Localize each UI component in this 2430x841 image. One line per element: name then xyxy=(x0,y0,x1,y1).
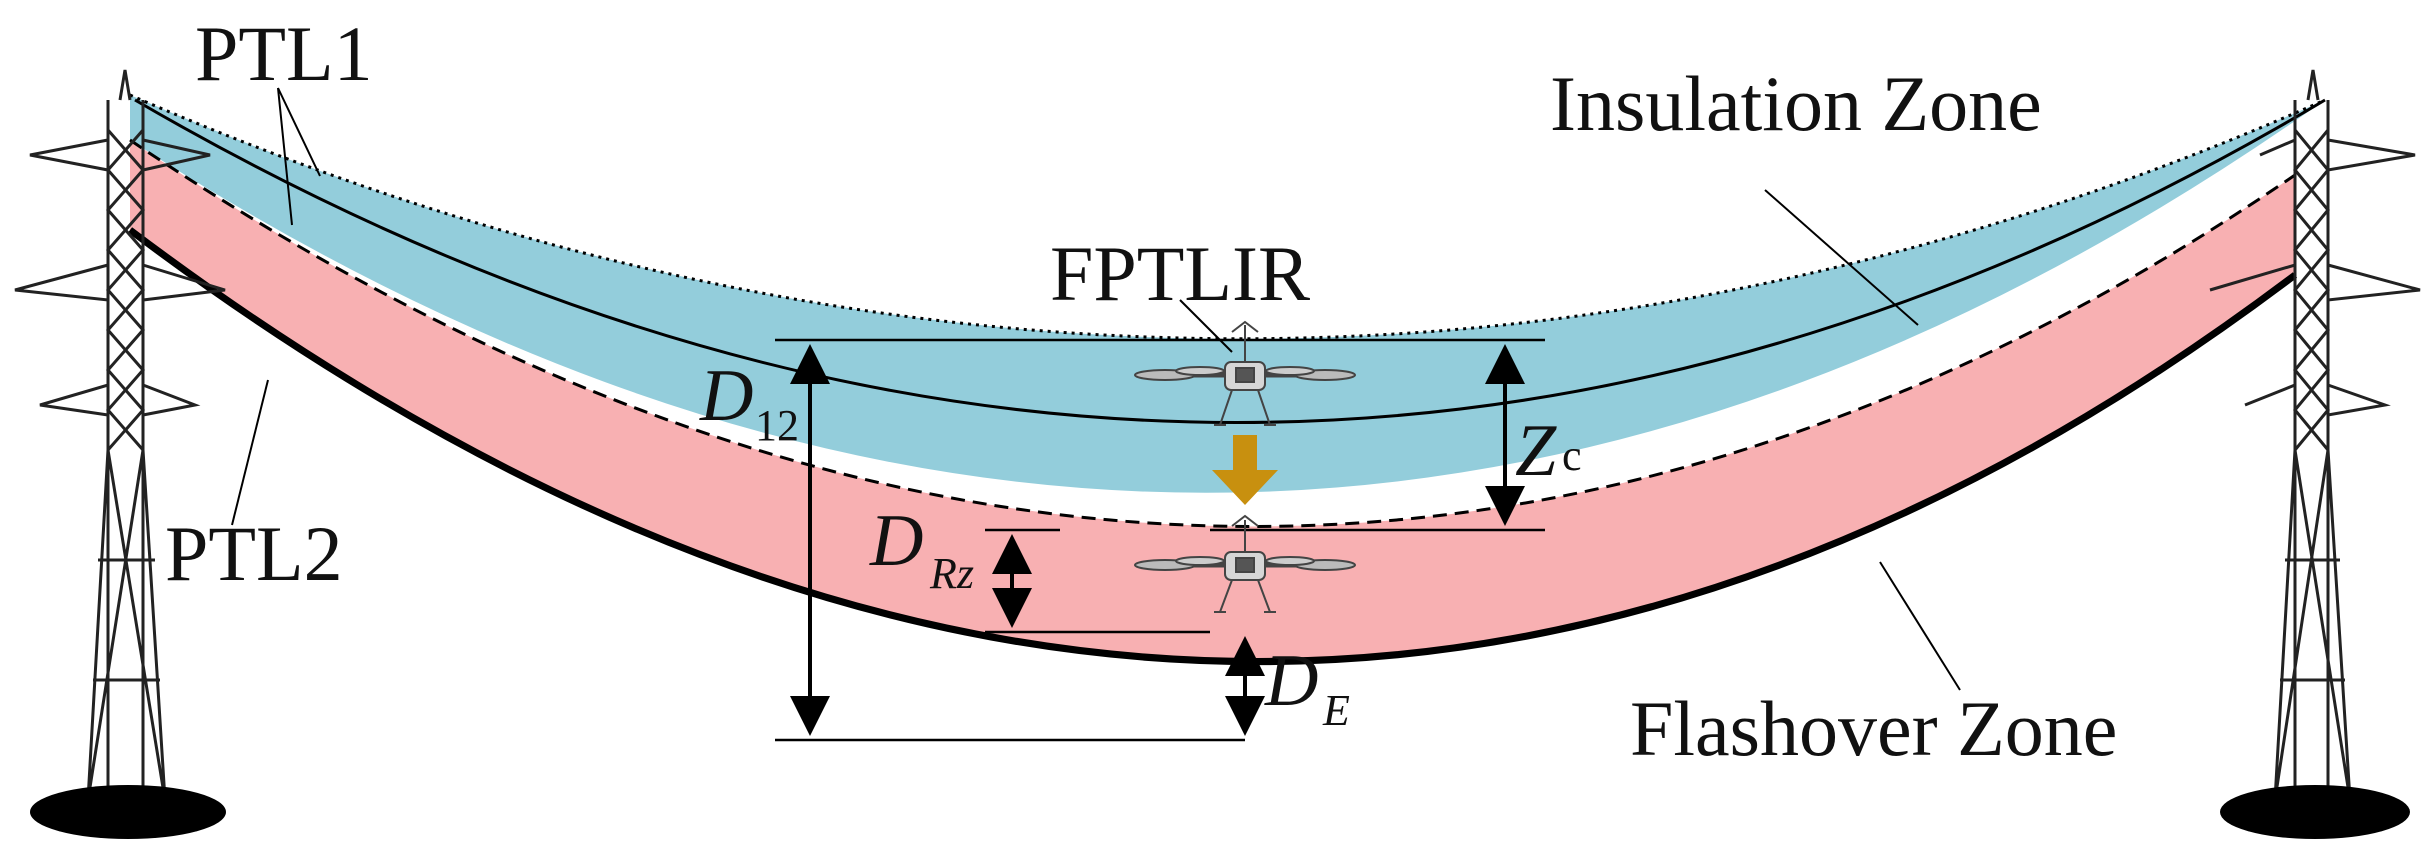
right-tower-base xyxy=(2220,785,2410,839)
svg-text:D: D xyxy=(699,355,753,437)
flashover-zone-label: Flashover Zone xyxy=(1630,685,2117,772)
right-tower-icon xyxy=(2209,69,2421,820)
drz-label: D Rz xyxy=(869,500,974,598)
insulation-zone-label: Insulation Zone xyxy=(1550,60,2042,147)
flashover-zone-leader xyxy=(1879,561,1961,691)
flashover-boundary-dashed xyxy=(129,138,2296,528)
fptlir-leader xyxy=(1179,299,1233,353)
de-label: D E xyxy=(1264,640,1350,735)
drone-icon-lower xyxy=(1134,514,1356,613)
flashover-zone-region xyxy=(130,140,2295,662)
left-tower-icon xyxy=(14,69,226,820)
svg-text:E: E xyxy=(1322,686,1350,735)
insulation-zone-leader xyxy=(1764,189,1919,326)
ptl1-conductor xyxy=(134,98,2326,424)
drone-icon-upper xyxy=(1134,320,1356,426)
svg-text:Rz: Rz xyxy=(929,549,974,598)
svg-text:D: D xyxy=(869,500,923,582)
ptl2-label: PTL2 xyxy=(165,510,343,597)
fptlir-label: FPTLIR xyxy=(1050,230,1310,317)
ptl2-leader xyxy=(231,379,269,526)
ptl1-leader-b xyxy=(277,87,293,226)
zc-label: Z c xyxy=(1515,410,1582,492)
ptl1-leader-a xyxy=(277,87,321,177)
insulation-zone-region xyxy=(130,95,2325,493)
d12-label: D 12 xyxy=(699,355,799,450)
svg-text:12: 12 xyxy=(755,401,799,450)
descend-arrow-icon xyxy=(1212,435,1278,505)
insulation-boundary-dotted xyxy=(129,93,2326,341)
left-tower-base xyxy=(30,785,226,839)
ptl1-label: PTL1 xyxy=(195,10,373,97)
svg-text:D: D xyxy=(1264,640,1318,722)
svg-text:Z: Z xyxy=(1515,410,1557,492)
svg-text:c: c xyxy=(1562,431,1582,480)
